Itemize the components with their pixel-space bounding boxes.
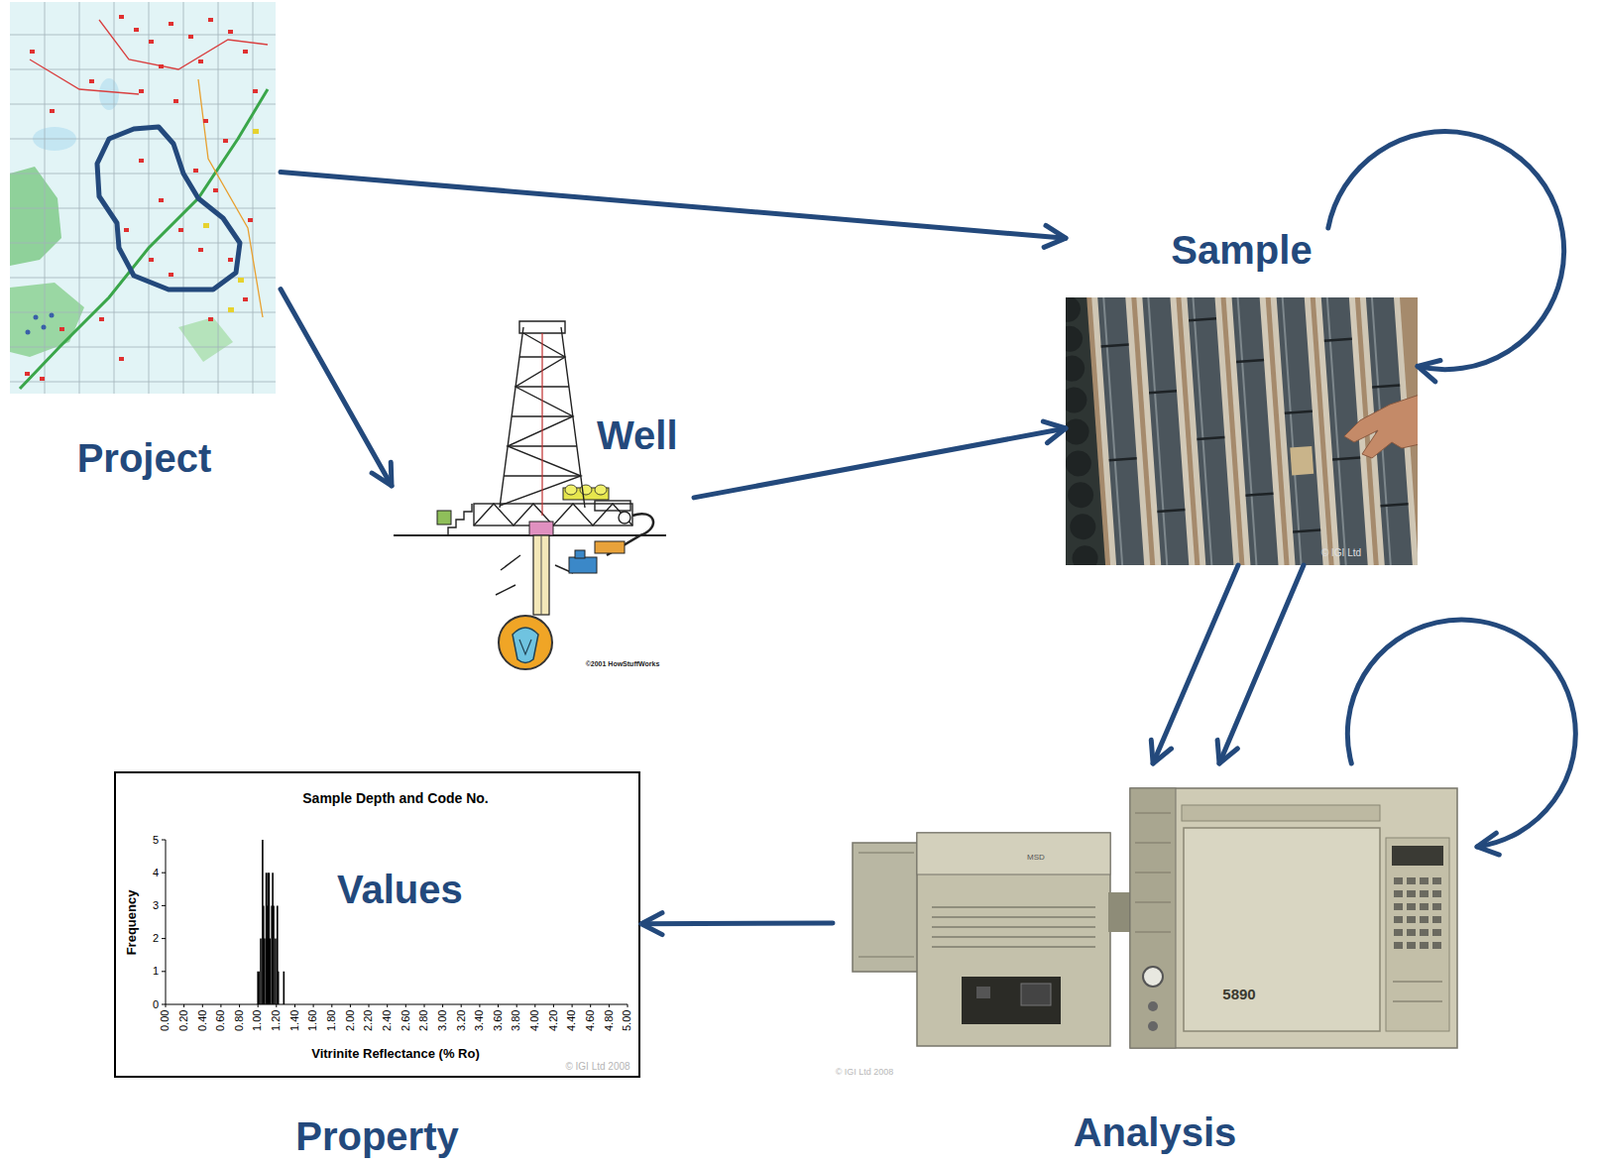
loop-arrow (1328, 131, 1565, 370)
tick-label: 4.60 (583, 1010, 597, 1031)
project-node: Project (7, 0, 281, 482)
tick-label: 1.80 (325, 1010, 339, 1031)
sample-node: Sample (1065, 228, 1418, 566)
tick-label: 5 (152, 833, 159, 847)
tick-label: 2.80 (418, 1010, 432, 1031)
tick-label: 0.60 (215, 1010, 229, 1031)
axis-title: Vitrinite Reflectance (% Ro) (311, 1046, 480, 1062)
tick-label: 3.60 (491, 1010, 505, 1031)
tick-label: 0.40 (196, 1010, 210, 1031)
flow-arrow (693, 428, 1066, 498)
watermark: © IGI Ltd (1321, 547, 1362, 560)
tick-label: 3.00 (436, 1010, 450, 1031)
tick-label: 1.20 (270, 1010, 284, 1031)
copyright-note: ©2001 HowStuffWorks (585, 660, 661, 669)
tick-label: 2.60 (399, 1010, 413, 1031)
tick-label: 1.60 (307, 1010, 321, 1031)
tick-label: 3.20 (455, 1010, 468, 1031)
instrument-label: MSD (1027, 852, 1045, 862)
loop-arrow (1347, 619, 1576, 847)
tick-label: 2 (152, 931, 159, 945)
node-title: Analysis (1073, 1110, 1238, 1154)
core-sample-photo (1065, 297, 1418, 566)
well-node: Well (391, 325, 694, 675)
node-title: Project (77, 436, 213, 480)
tick-label: 0.20 (177, 1010, 191, 1031)
analysis-node: Analysis (832, 763, 1478, 1160)
tick-label: 2.40 (380, 1010, 394, 1031)
tick-label: 4.00 (528, 1010, 542, 1031)
tick-label: 1.40 (288, 1010, 302, 1031)
tick-label: 3.80 (510, 1010, 524, 1031)
tick-label: 3 (152, 899, 159, 913)
tick-label: 3.40 (473, 1010, 487, 1031)
axis-title: Frequency (125, 889, 141, 955)
histogram-chart (114, 772, 640, 1077)
flow-arrow (280, 289, 392, 486)
tick-label: 0.80 (232, 1010, 246, 1031)
flow-arrow (1152, 565, 1239, 764)
chart-title: Sample Depth and Code No. (302, 790, 488, 806)
node-title: Well (596, 413, 679, 458)
tick-label: 2.20 (362, 1010, 376, 1031)
tick-label: 4 (152, 866, 159, 880)
tick-label: 0.00 (159, 1010, 173, 1031)
tick-label: 1.00 (251, 1010, 265, 1031)
tick-label: 4.20 (547, 1010, 561, 1031)
tick-label: 5.00 (621, 1010, 635, 1031)
property-node: ValuesProperty (113, 771, 642, 1160)
instrument-label: 5890 (1222, 985, 1256, 1003)
oilfield-map (9, 1, 276, 394)
node-text: Property (295, 1114, 459, 1158)
tick-label: 1 (152, 964, 159, 978)
tick-label: 4.40 (566, 1010, 579, 1031)
node-title: Sample (1170, 228, 1312, 272)
flow-arrow (280, 172, 1066, 239)
flow-arrow (1219, 565, 1304, 764)
watermark: © IGI Ltd 2008 (565, 1060, 630, 1073)
gc-ms-instrument (852, 788, 1458, 1048)
tick-label: 4.80 (602, 1010, 616, 1031)
watermark: © IGI Ltd 2008 (835, 1066, 895, 1077)
tick-label: 2.00 (343, 1010, 357, 1031)
node-title: Values (337, 867, 463, 912)
flow-arrow (641, 920, 833, 927)
tick-label: 0 (152, 998, 159, 1012)
drilling-rig (393, 321, 667, 670)
